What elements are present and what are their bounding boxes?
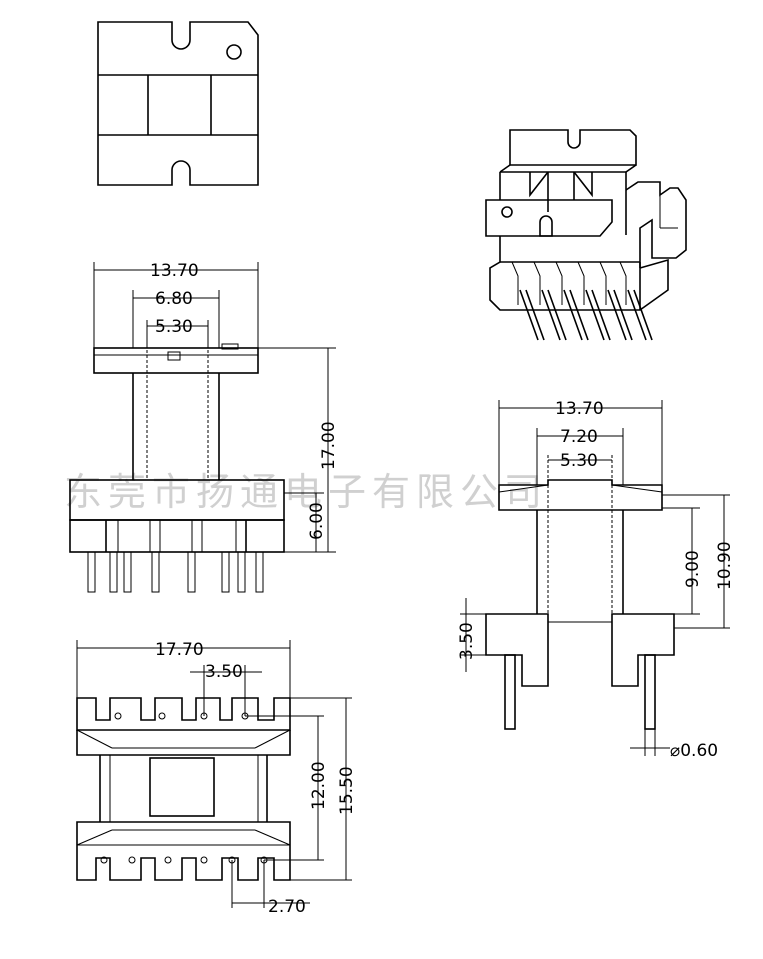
dim-front-core: 5.30 xyxy=(155,317,193,337)
dim-side-inner: 7.20 xyxy=(560,427,598,447)
dim-front-height: 17.00 xyxy=(319,421,339,470)
dim-front-inner: 6.80 xyxy=(155,289,193,309)
dim-side-h1: 9.00 xyxy=(683,550,703,588)
bottom-view: 17.70 3.50 12.00 15.50 2.70 xyxy=(76,640,357,917)
dim-bottom-pitch: 3.50 xyxy=(205,662,243,682)
dim-side-base: 3.50 xyxy=(457,622,477,660)
dim-front-width: 13.70 xyxy=(150,261,199,281)
side-view: 13.70 7.20 5.30 9.00 10.90 3.50 ⌀0.60 xyxy=(457,399,735,761)
isometric-view xyxy=(485,129,687,341)
front-view: 13.70 6.80 5.30 17.00 6.00 xyxy=(69,261,339,593)
dim-side-width: 13.70 xyxy=(555,399,604,419)
dim-bottom-row-pitch: 2.70 xyxy=(268,897,306,917)
watermark: 东莞市扬通电子有限公司 xyxy=(64,470,548,514)
top-view xyxy=(97,21,259,186)
dim-bottom-total-h: 15.50 xyxy=(337,766,357,815)
dim-bottom-width: 17.70 xyxy=(155,640,204,660)
dim-front-base: 6.00 xyxy=(307,502,327,540)
dim-bottom-inner-h: 12.00 xyxy=(309,761,329,810)
dim-side-core: 5.30 xyxy=(560,451,598,471)
dim-pin-dia: ⌀0.60 xyxy=(670,741,718,761)
dim-side-h2: 10.90 xyxy=(715,541,735,590)
